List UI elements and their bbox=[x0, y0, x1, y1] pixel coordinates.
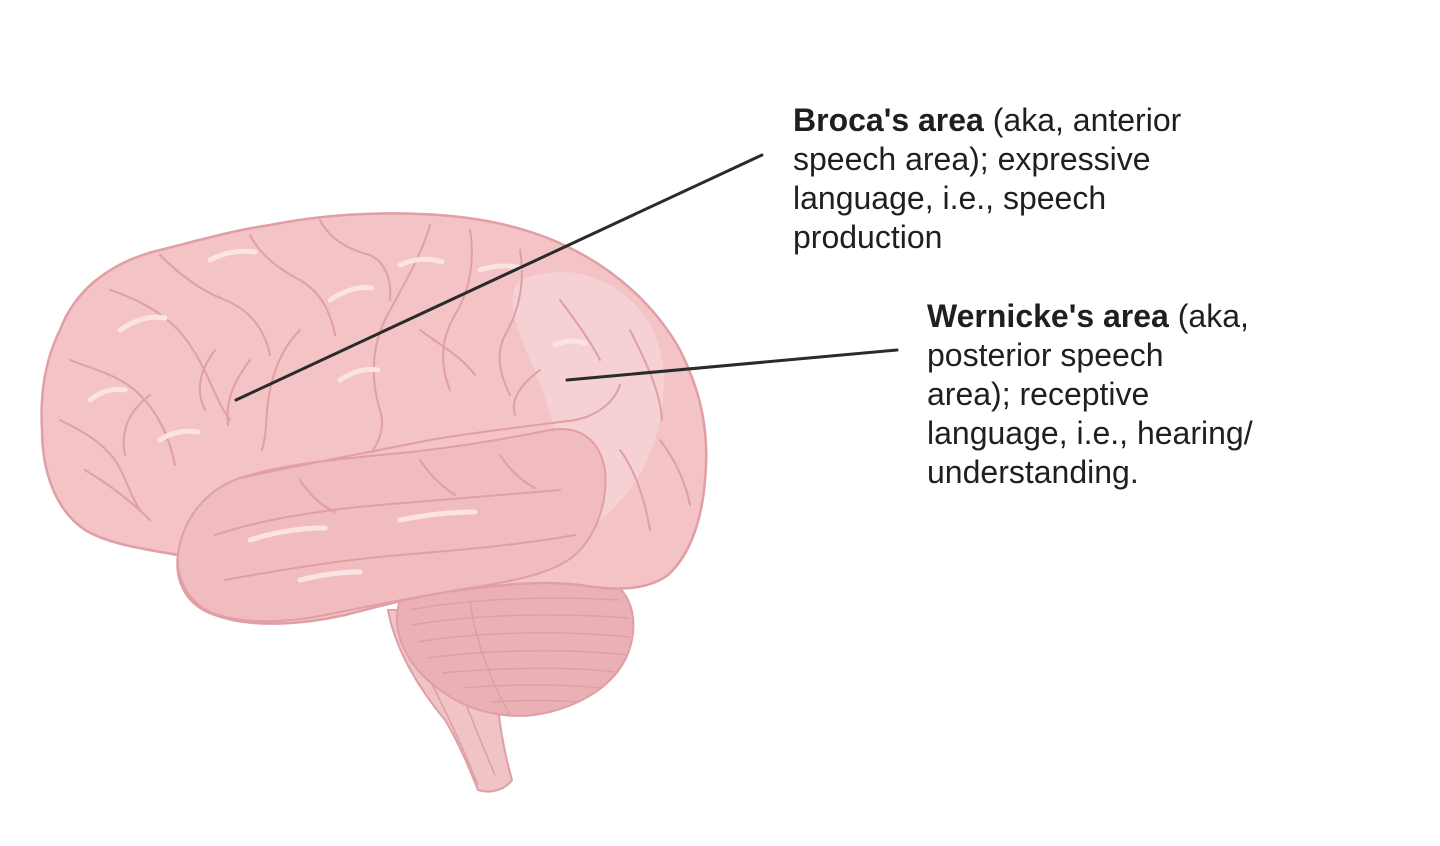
wernicke-leader-line bbox=[565, 348, 899, 382]
wernicke-line-5: understanding. bbox=[927, 454, 1139, 490]
wernicke-line-3: area); receptive bbox=[927, 376, 1150, 412]
wernicke-area-label: Wernicke's area (aka, posterior speech a… bbox=[927, 297, 1347, 492]
broca-line-2: speech area); expressive bbox=[793, 141, 1151, 177]
broca-line-3: language, i.e., speech bbox=[793, 180, 1107, 216]
wernicke-line-2: posterior speech bbox=[927, 337, 1164, 373]
broca-area-name: Broca's area bbox=[793, 102, 984, 138]
gyrus-highlights bbox=[87, 248, 588, 583]
wernicke-line-4: language, i.e., hearing/ bbox=[927, 415, 1253, 451]
broca-line-1-rest: (aka, anterior bbox=[983, 102, 1182, 138]
wernicke-area-name: Wernicke's area bbox=[927, 298, 1169, 334]
cortical-sulci bbox=[59, 219, 691, 581]
broca-line-1: Broca's area (aka, anterior bbox=[793, 101, 1213, 140]
broca-line-4: production bbox=[793, 219, 943, 255]
broca-area-label: Broca's area (aka, anterior speech area)… bbox=[793, 101, 1213, 257]
broca-leader-line bbox=[234, 153, 764, 402]
cerebellum-folia bbox=[409, 597, 631, 716]
wernicke-line-1: Wernicke's area (aka, bbox=[927, 297, 1347, 336]
wernicke-line-1-rest: (aka, bbox=[1168, 298, 1249, 334]
